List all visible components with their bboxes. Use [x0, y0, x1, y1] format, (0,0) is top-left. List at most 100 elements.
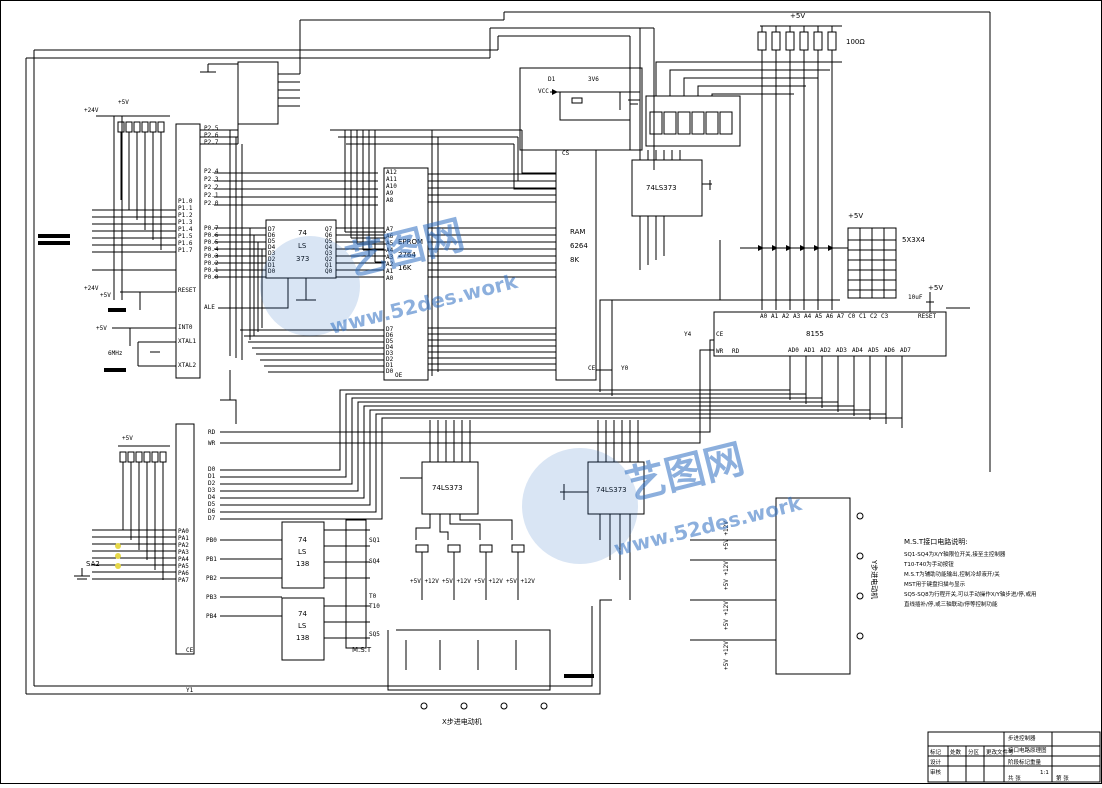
latch-d6: D6 [268, 232, 276, 239]
eprom-2764: EPROM 2764 16K A12 A11 A10 A9 A8 A7 A6 A… [240, 167, 429, 381]
cpu-pin-p1-4: P1.4 [178, 226, 193, 233]
switch-t0: T0 [369, 593, 377, 600]
eprom-a8: A8 [386, 197, 394, 204]
display-latch-label: 74LS373 [646, 184, 677, 192]
y1-label: Y1 [186, 687, 194, 694]
tb-cell-stage: 阶段标记 [1008, 758, 1031, 766]
eprom-d0: D0 [386, 368, 394, 375]
pio-a2: A2 [782, 313, 790, 320]
decoder-138 [200, 19, 504, 145]
supply-5v-label: +5V [118, 99, 129, 106]
eprom-a3: A3 [386, 254, 394, 261]
pio-pin-pa6: PA6 [178, 570, 189, 577]
eprom-a1: A1 [386, 268, 394, 275]
pio-pin-pb0: PB0 [206, 537, 217, 544]
power-monitor: VCC D1 3V6 [519, 67, 643, 151]
top-bus [25, 11, 991, 694]
mst-label: M.S.T [352, 646, 372, 654]
pio-pin-pa1: PA1 [178, 535, 189, 542]
cpu-pin-xtal1: XTAL1 [178, 338, 196, 345]
pio-pin-pa2: PA2 [178, 542, 189, 549]
latch-q0: Q0 [325, 268, 333, 275]
pio-ce-pin: CE [716, 331, 724, 338]
switch-sq5: SQ5 [369, 631, 380, 638]
y-voltage-2: +5V +12V [723, 561, 730, 590]
pio-pin-wr: WR [208, 440, 216, 447]
y-motor-drivers: Y步进电动机 +5V +12V +5V +12V +5V +12V +5V +1… [690, 497, 879, 675]
eprom-a7: A7 [386, 226, 394, 233]
selector-contact-icon [115, 543, 121, 549]
ram-part: 6264 [570, 242, 588, 250]
notes-title: M.S.T接口电路说明: [904, 537, 968, 546]
eprom-a6: A6 [386, 233, 394, 240]
pio-ad6: AD6 [884, 347, 895, 354]
latch-d0: D0 [268, 268, 276, 275]
pio-y4-pin: Y4 [684, 331, 692, 338]
keypad-vcc-label: +5V [848, 212, 863, 220]
cpu-pin-p2-5: P2.5 [204, 125, 219, 132]
eprom-a9: A9 [386, 190, 394, 197]
latch-q3: Q3 [325, 250, 333, 257]
tb-cell-total: 共 张 [1008, 774, 1021, 782]
pio-rd-pin: RD [732, 348, 740, 355]
buffer-icon [758, 245, 764, 251]
eprom-title: EPROM [398, 238, 423, 246]
y-motor-terminal-icon [856, 632, 864, 640]
latch-d7: D7 [268, 226, 276, 233]
note-line-4: MST用于键盘扫描与显示 [904, 580, 966, 588]
pio-a4: A4 [804, 313, 812, 320]
decoder-group: 74 LS 138 74 LS 138 SQ1 SQ4 T0 T10 SQ5 M… [220, 519, 380, 661]
diode-label: D1 [548, 76, 556, 83]
latch-q6: Q6 [325, 232, 333, 239]
cpu-pin-p0-4: P0.4 [204, 246, 219, 253]
lower-24v-label: +24V [84, 285, 99, 292]
pio-a3: A3 [793, 313, 801, 320]
pio-pin-pa5: PA5 [178, 563, 189, 570]
pio-pin-rd: RD [208, 429, 216, 436]
supply-24v-label: +24V [84, 107, 99, 114]
pio-chip-label: 8155 [806, 330, 824, 338]
reset-vcc-label: +5V [928, 284, 943, 292]
pio-pin-pb3: PB3 [206, 594, 217, 601]
pio-pin-d1: D1 [208, 473, 216, 480]
cpu-pin-p1-0: P1.0 [178, 198, 193, 205]
eprom-a0: A0 [386, 275, 394, 282]
eprom-d3: D3 [386, 350, 394, 357]
latch-q2: Q2 [325, 256, 333, 263]
latch-d4: D4 [268, 244, 276, 251]
driver-a-line3: 138 [296, 560, 309, 568]
resistor-array: +5V 100Ω [757, 12, 865, 310]
pio-ad1: AD1 [804, 347, 815, 354]
tb-cell-review: 审核 [930, 768, 942, 776]
tb-cell-2: 处数 [950, 748, 962, 756]
ram-6264: RAM 6264 8K CS CE Y0 [428, 149, 721, 381]
pio-pin-pb4: PB4 [206, 613, 217, 620]
pio-pin-d0: D0 [208, 466, 216, 473]
tb-cell-weight: 重量 [1030, 758, 1042, 766]
pio-pin-d2: D2 [208, 480, 216, 487]
cpu-pin-p1-5: P1.5 [178, 233, 193, 240]
y-latch-label: 74LS373 [596, 486, 627, 494]
selector-contact-icon [115, 553, 121, 559]
resistor-value-label: 100Ω [846, 38, 865, 46]
latch-q7: Q7 [325, 226, 333, 233]
eprom-a4: A4 [386, 247, 394, 254]
cpu-pin-p0-7: P0.7 [204, 225, 219, 232]
tb-cell-design: 设计 [930, 758, 942, 766]
pio-pin-d5: D5 [208, 501, 216, 508]
title-block-name: 步进控制器 [1008, 734, 1036, 742]
pio-pin-d6: D6 [208, 508, 216, 515]
cpu-pin-p0-1: P0.1 [204, 267, 219, 274]
cpu-pin-int0: INT0 [178, 324, 193, 331]
eprom-d5: D5 [386, 338, 394, 345]
ram-cs: CS [562, 150, 570, 157]
note-line-3: M.S.T为辅助功能输出,控制冷却液开/关 [904, 570, 1000, 578]
driver-b-line3: 138 [296, 634, 309, 642]
pa-vcc-label: +5V [122, 435, 133, 442]
pio-ad3: AD3 [836, 347, 847, 354]
x-motor-terminal-icon [460, 702, 468, 710]
tb-cell-4: 更改文件号 [986, 748, 1014, 756]
title-block-subtitle: 接口电路原理图 [1008, 746, 1047, 754]
cpu-pin-reset: RESET [178, 287, 196, 294]
